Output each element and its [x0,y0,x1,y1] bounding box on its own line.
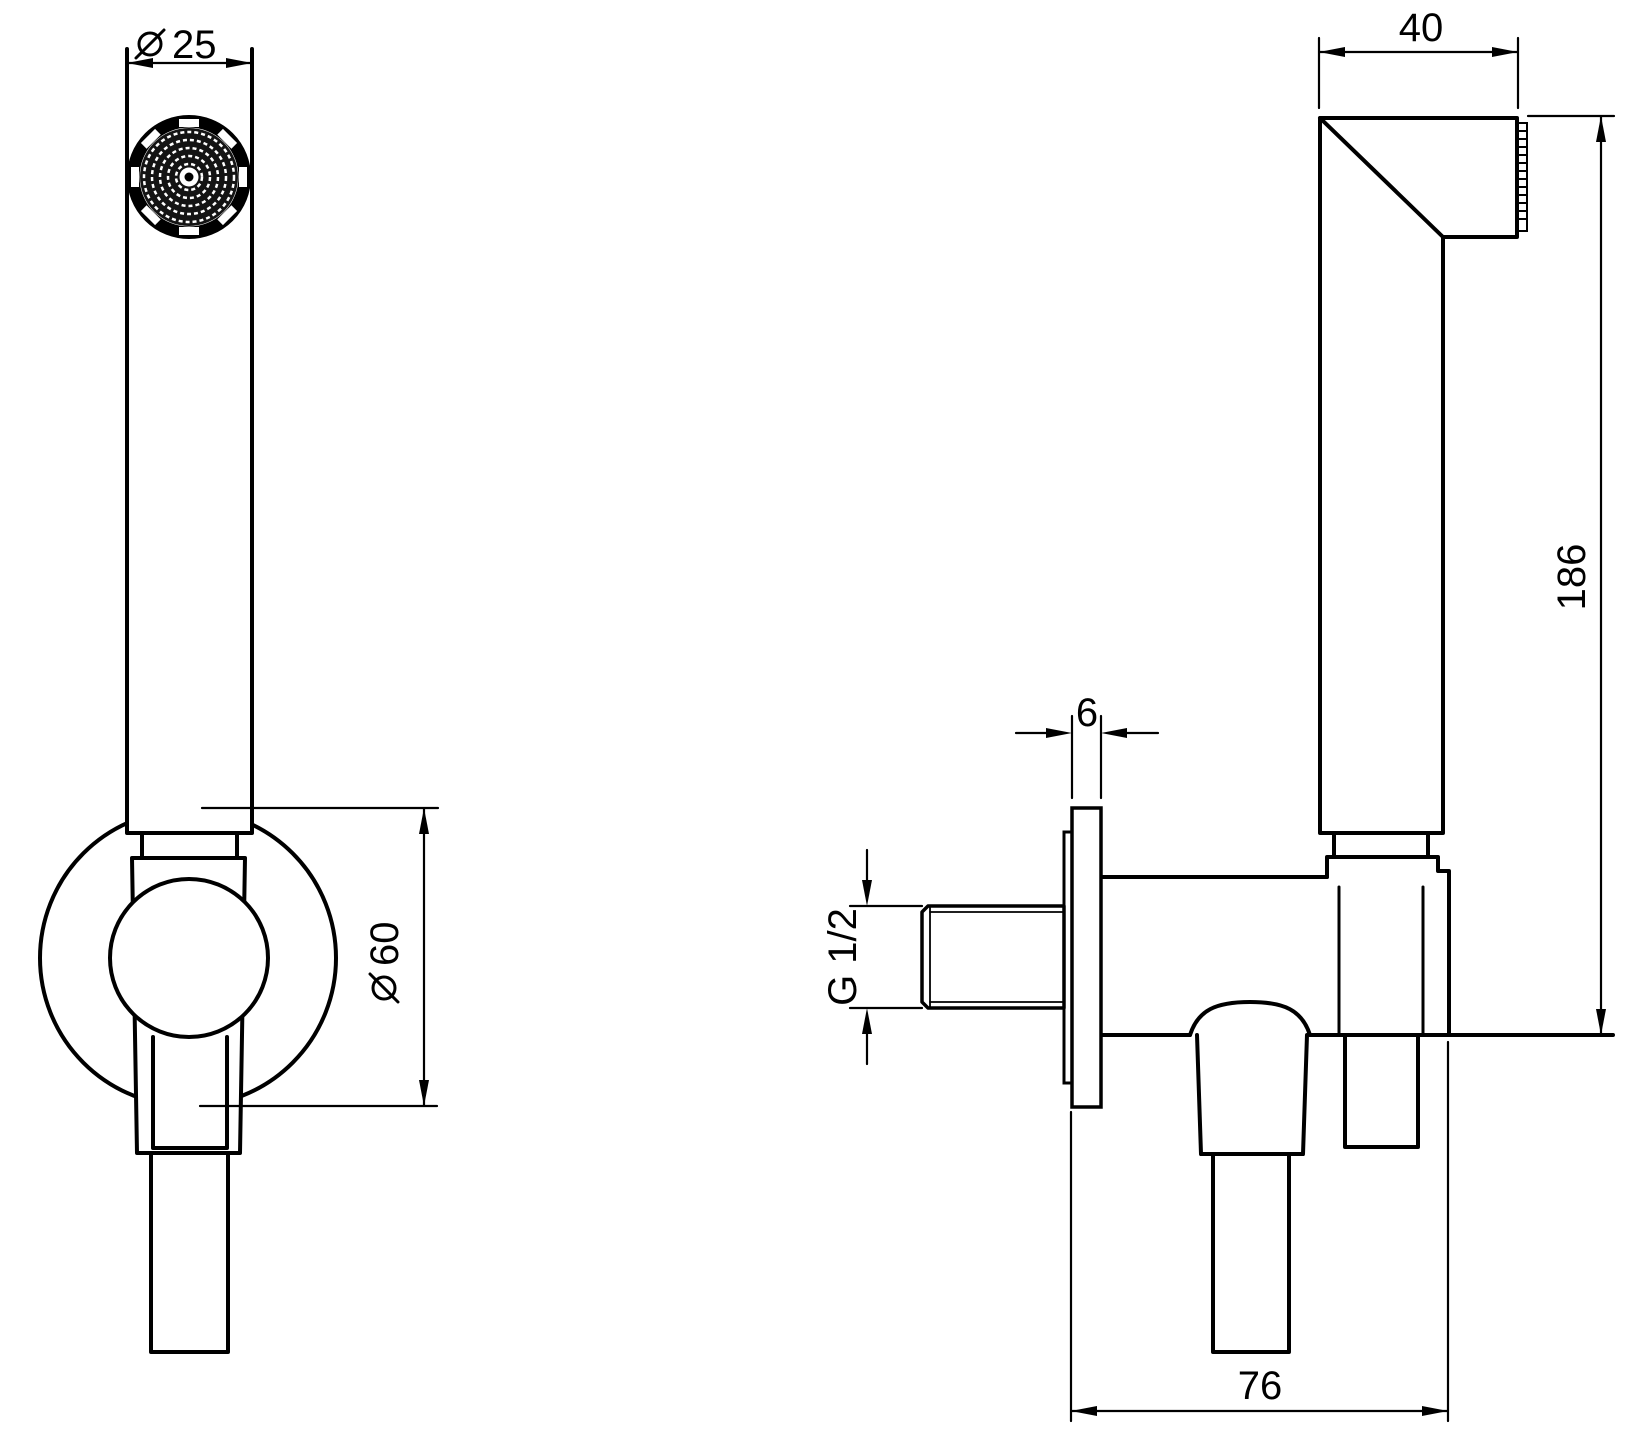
dim-head-diameter-label: 25 [172,23,217,67]
dim-rosette-diameter-label: 60 [363,922,407,967]
hose-connector-side [1211,1152,1291,1354]
dim-rosette-diameter: 60 [198,806,440,1108]
side-view: G 1/2 6 40 186 [821,6,1616,1423]
dim-valve-depth: 76 [1069,1040,1450,1423]
dim-rosette-thickness-label: 6 [1076,691,1098,735]
diameter-symbol [134,28,166,60]
dim-inlet-thread: G 1/2 [821,848,924,1066]
valve-dome [1188,1000,1312,1037]
inlet-nipple [920,904,1066,1010]
front-view: 25 60 [38,23,440,1354]
dim-valve-depth-label: 76 [1238,1364,1283,1408]
nozzle-center-dot [184,172,194,182]
spray-face-notches [131,119,247,235]
dim-handset-height: 186 [1526,114,1616,1037]
diameter-symbol [368,972,400,1004]
rosette-plate [1070,806,1103,1109]
holder-knob [108,877,270,1039]
spray-head-profile [1318,116,1519,239]
hose-connector-front [149,1035,230,1354]
dim-head-depth-label: 40 [1399,6,1444,50]
handset-neck-side [1332,831,1430,859]
dim-inlet-thread-label: G 1/2 [821,908,865,1006]
dim-head-diameter: 25 [125,23,254,68]
holder-cup-side [1343,1033,1420,1149]
dim-head-depth: 40 [1317,6,1520,110]
valve-spout [1195,1033,1309,1156]
handset-handle-side [1318,116,1445,835]
nozzle-rings [142,130,236,224]
holder-side [1325,855,1451,1037]
spray-face-strip [1517,122,1528,232]
valve-body [1099,875,1615,1037]
handset-neck [140,831,239,860]
dim-rosette-thickness: 6 [1014,691,1160,800]
spray-face [127,115,251,239]
dim-handset-height-label: 186 [1550,544,1594,611]
